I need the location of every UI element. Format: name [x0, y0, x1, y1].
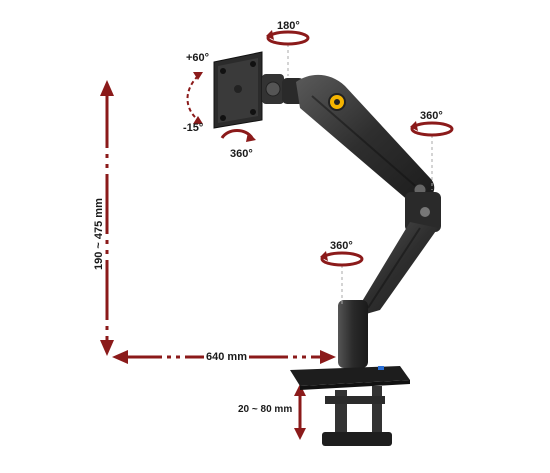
support-pole	[338, 300, 368, 368]
clamp-range-label: 20 ~ 80 mm	[238, 404, 293, 415]
desk-clamp	[322, 386, 392, 446]
height-dimension-arrow	[100, 80, 114, 356]
desk-base	[290, 366, 410, 390]
elbow-rotate-label: 360°	[420, 110, 443, 122]
base-rotate-label: 360°	[330, 240, 353, 252]
tilt-up-label: +60°	[186, 52, 210, 64]
height-range-label: 190 ~ 475 mm	[93, 198, 105, 270]
rotation-arrow-icon	[320, 251, 364, 267]
vesa-plate	[213, 51, 263, 129]
elbow-joint	[405, 192, 441, 232]
rotation-arrow-icon	[220, 129, 256, 142]
rotation-arrow-icon	[266, 30, 310, 46]
reach-label: 640 mm	[204, 351, 249, 363]
lower-arm	[352, 222, 438, 318]
tilt-down-label: -15°	[183, 122, 204, 134]
plate-rotate-label: 360°	[230, 148, 253, 160]
clamp-dimension-arrow	[294, 384, 306, 440]
tilt-arrow-icon	[186, 72, 203, 124]
rotation-arrow-icon	[410, 121, 454, 137]
upper-arm	[296, 74, 435, 202]
top-rotate-label: 180°	[277, 20, 300, 32]
